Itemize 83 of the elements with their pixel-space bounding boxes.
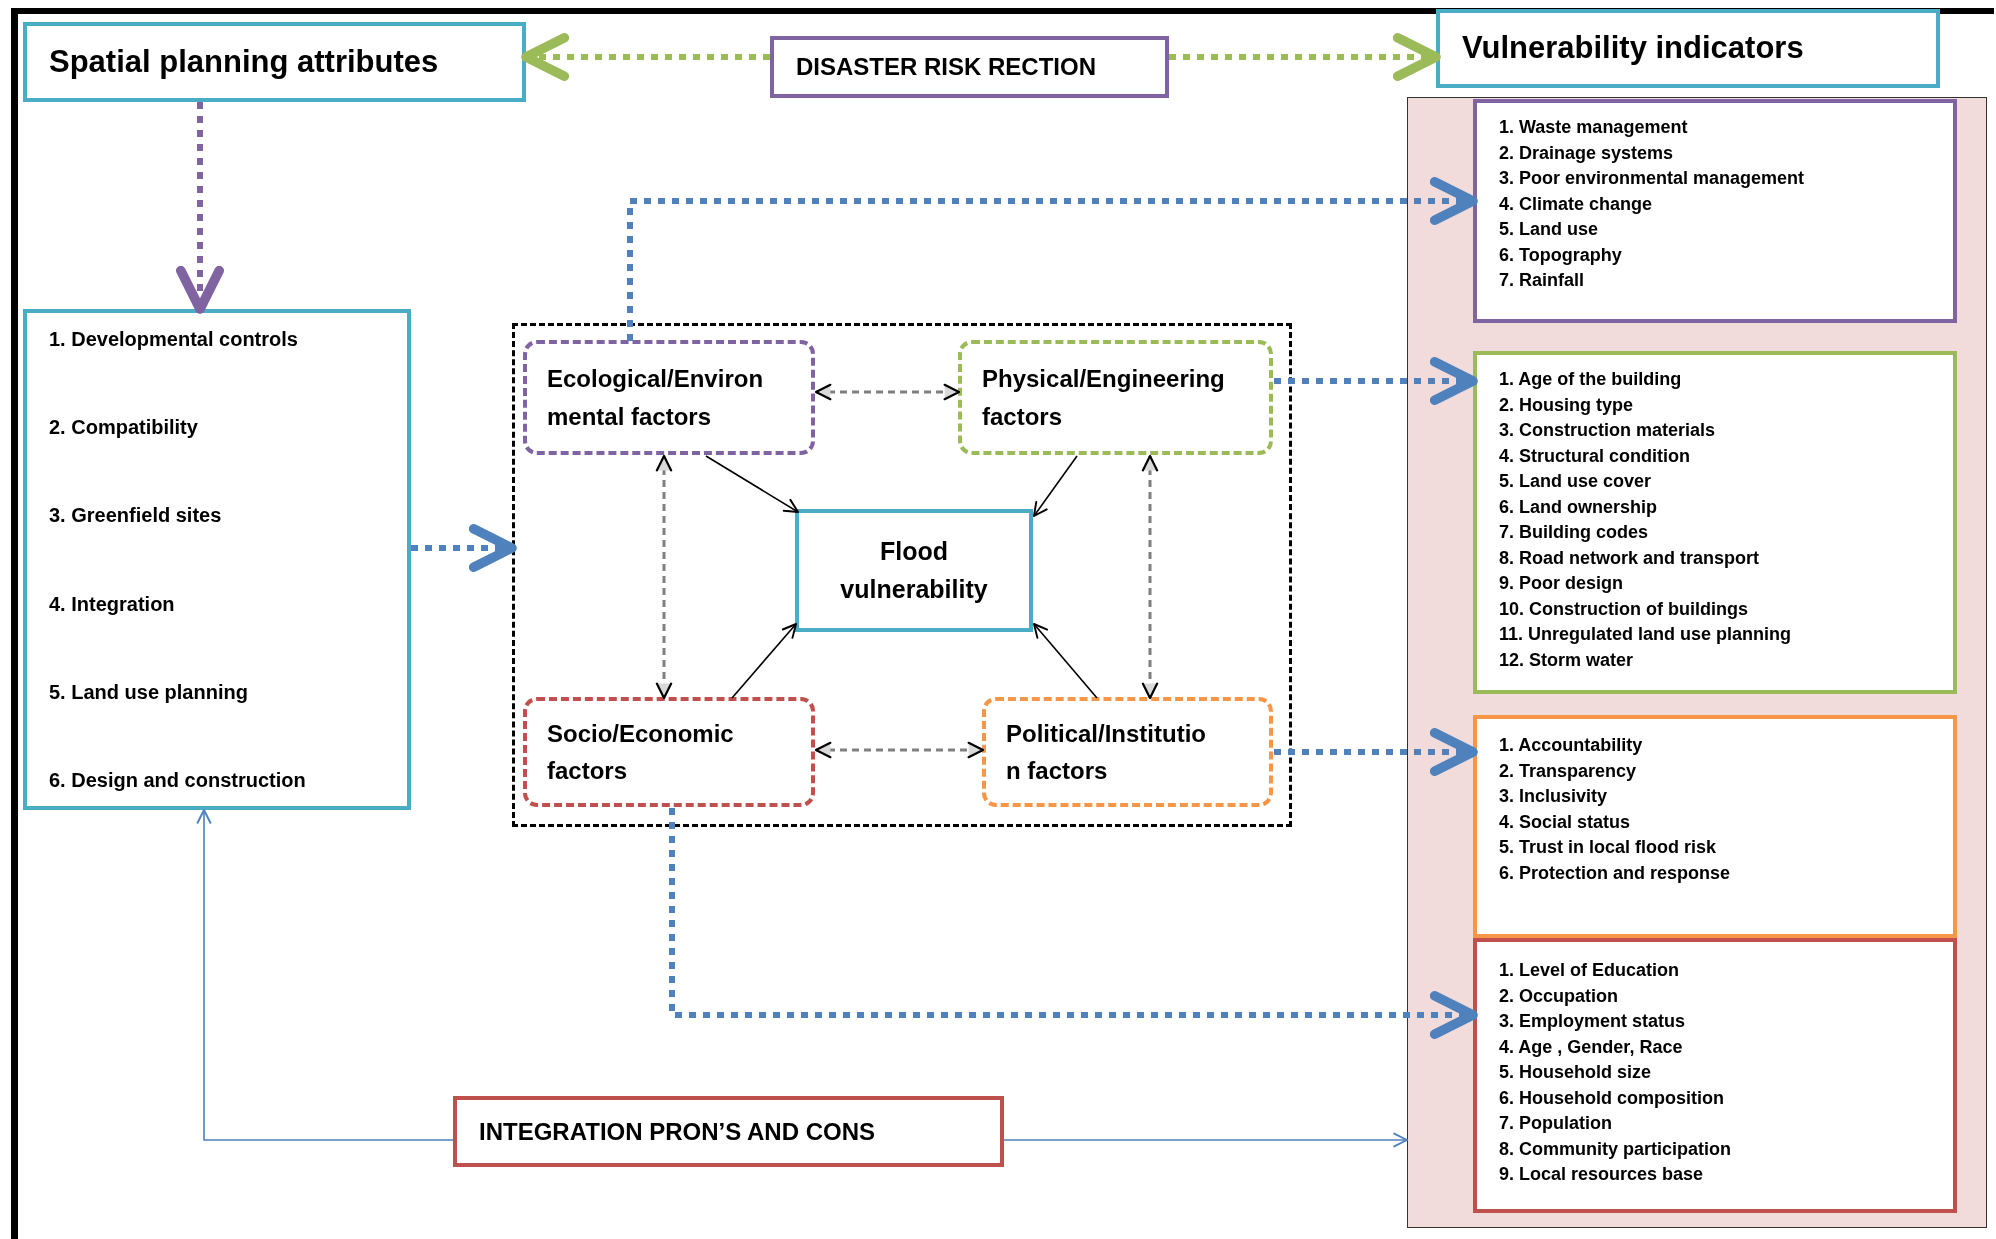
list-item: 4. Integration: [49, 591, 175, 616]
factor-label: Socio/Economic factors: [547, 718, 735, 786]
list-item: 1. Developmental controls: [49, 327, 298, 351]
factor-label: Physical/Engineering factors: [982, 364, 1226, 432]
list-item: 2. Housing type: [1499, 393, 1633, 417]
indicator-panel: [1407, 97, 1987, 1228]
list-item: 9. Local resources base: [1499, 1163, 1704, 1187]
list-item: 8. Road network and transport: [1499, 546, 1760, 570]
core-box: [795, 509, 1033, 632]
list-box: [1473, 351, 1957, 694]
title-box: [770, 36, 1169, 98]
list-box: [1473, 938, 1957, 1213]
arrow: [1003, 1132, 1408, 1148]
list-item: 12. Storm water: [1499, 649, 1634, 672]
list-item: 2. Compatibility: [49, 415, 198, 440]
list-item: 5. Household size: [1499, 1061, 1652, 1085]
dotted-arrow: [1274, 728, 1478, 776]
factor-box: [523, 697, 815, 807]
list-item: 2. Drainage systems: [1499, 141, 1674, 165]
list-item: 2. Transparency: [1499, 759, 1637, 783]
list-item: 1. Accountability: [1499, 734, 1643, 757]
list-item: 3. Inclusivity: [1499, 785, 1608, 809]
dotted-arrow: [669, 808, 1478, 1039]
factor-label: Political/Institutio n factors: [1006, 718, 1207, 786]
heading-text: INTEGRATION PRON’S AND CONS: [479, 1116, 875, 1147]
factor-box: [523, 340, 815, 455]
list-item: 7. Rainfall: [1499, 269, 1585, 293]
list-item: 11. Unregulated land use planning: [1499, 623, 1792, 647]
dotted-arrow: [1169, 33, 1441, 81]
list-item: 4. Climate change: [1499, 192, 1653, 216]
list-item: 7. Building codes: [1499, 521, 1649, 545]
list-item: 5. Land use: [1499, 218, 1599, 242]
heading-text: Vulnerability indicators: [1462, 29, 1804, 68]
list-item: 1. Age of the building: [1499, 368, 1682, 391]
list-item: 1. Level of Education: [1499, 959, 1680, 982]
list-box: [1473, 99, 1957, 323]
list-item: 3. Employment status: [1499, 1010, 1686, 1034]
double-arrow: [814, 383, 961, 401]
list-box: [23, 309, 411, 810]
list-item: 10. Construction of buildings: [1499, 597, 1748, 621]
arrow: [705, 455, 799, 513]
list-item: 3. Greenfield sites: [49, 503, 222, 528]
core-label: Flood vulnerability: [839, 536, 989, 605]
double-arrow: [655, 454, 673, 700]
list-item: 6. Topography: [1499, 243, 1622, 267]
dotted-arrow: [521, 33, 770, 81]
list-item: 4. Age , Gender, Race: [1499, 1035, 1683, 1059]
heading-text: DISASTER RISK RECTION: [796, 52, 1097, 82]
dotted-arrow: [176, 102, 224, 314]
list-item: 9. Poor design: [1499, 572, 1624, 596]
list-box: [1473, 715, 1957, 938]
list-item: 6. Protection and response: [1499, 861, 1731, 885]
title-box: [1436, 9, 1940, 88]
list-item: 2. Occupation: [1499, 984, 1619, 1008]
dotted-arrow: [411, 524, 517, 572]
arrow: [1033, 455, 1078, 517]
title-box: [23, 22, 526, 102]
dotted-arrow: [1274, 357, 1478, 405]
list-item: 6. Design and construction: [49, 767, 306, 792]
list-item: 6. Land ownership: [1499, 495, 1658, 519]
list-item: 8. Community participation: [1499, 1137, 1732, 1161]
heading-text: Spatial planning attributes: [49, 42, 439, 81]
list-item: 3. Poor environmental management: [1499, 167, 1805, 191]
double-arrow: [1141, 454, 1159, 700]
list-item: 1. Waste management: [1499, 116, 1688, 139]
factor-label: Ecological/Environ mental factors: [547, 364, 765, 432]
double-arrow: [814, 741, 985, 759]
list-item: 7. Population: [1499, 1112, 1612, 1136]
dashed-group-frame: [512, 323, 1292, 827]
list-item: 4. Social status: [1499, 810, 1631, 834]
dotted-arrow: [627, 177, 1478, 341]
arrow: [1033, 623, 1098, 699]
factor-box: [982, 697, 1273, 807]
arrow: [731, 623, 797, 699]
list-item: 6. Household composition: [1499, 1086, 1724, 1110]
factor-box: [958, 340, 1273, 455]
title-box: [453, 1096, 1004, 1167]
arrow: [196, 809, 454, 1141]
list-item: 5. Land use cover: [1499, 470, 1652, 494]
list-item: 3. Construction materials: [1499, 419, 1716, 443]
list-item: 5. Land use planning: [49, 679, 248, 704]
list-item: 5. Trust in local flood risk: [1499, 836, 1717, 860]
list-item: 4. Structural condition: [1499, 444, 1690, 468]
